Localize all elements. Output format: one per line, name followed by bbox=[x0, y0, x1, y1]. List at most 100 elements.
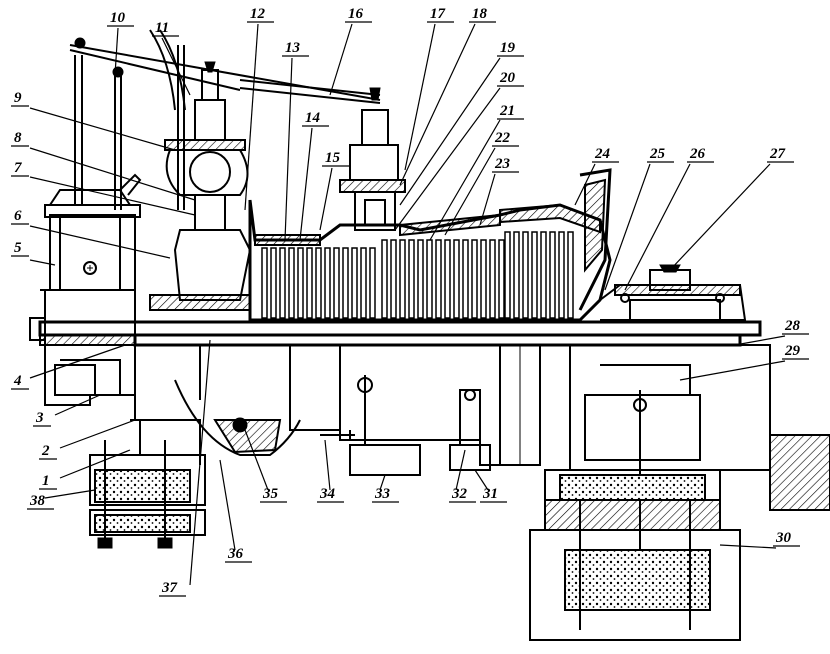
blade-stage bbox=[297, 247, 304, 319]
blade-stage bbox=[558, 231, 565, 319]
blade-stage bbox=[288, 247, 295, 319]
part-label-13: 13 bbox=[285, 40, 301, 56]
rear-bearing-housing bbox=[599, 264, 747, 321]
part-label-11: 11 bbox=[155, 20, 169, 36]
blade-stage bbox=[342, 247, 349, 319]
leader-line-17 bbox=[404, 23, 436, 171]
blade-stage bbox=[315, 247, 322, 319]
part-label-7: 7 bbox=[14, 160, 22, 176]
blade-stage bbox=[408, 239, 415, 319]
rear-pedestal bbox=[529, 344, 830, 641]
part-label-37: 37 bbox=[161, 580, 178, 596]
part-label-21: 21 bbox=[499, 103, 515, 119]
part-label-6: 6 bbox=[14, 208, 22, 224]
blade-stage bbox=[471, 239, 478, 319]
blade-stage bbox=[426, 239, 433, 319]
blade-stage bbox=[540, 231, 547, 319]
leader-line-11 bbox=[161, 37, 191, 96]
base-frame bbox=[133, 333, 742, 466]
part-label-15: 15 bbox=[325, 150, 341, 166]
part-label-32: 32 bbox=[451, 486, 468, 502]
part-label-22: 22 bbox=[494, 130, 511, 146]
leader-line-5 bbox=[29, 259, 56, 266]
part-label-25: 25 bbox=[649, 146, 666, 162]
blade-stage bbox=[513, 231, 520, 319]
blade-stage bbox=[417, 239, 424, 319]
leader-line-31 bbox=[474, 469, 489, 491]
blade-stage bbox=[270, 247, 277, 319]
blade-stage bbox=[453, 239, 460, 319]
leader-line-30 bbox=[719, 544, 777, 549]
part-label-4: 4 bbox=[13, 373, 22, 389]
leader-line-6 bbox=[29, 225, 171, 259]
leader-line-1 bbox=[59, 449, 131, 479]
leader-line-2 bbox=[59, 419, 136, 449]
leader-line-36 bbox=[219, 459, 236, 551]
leader-line-13 bbox=[284, 57, 293, 241]
leader-line-28 bbox=[734, 335, 786, 346]
turbine-casing bbox=[248, 168, 612, 322]
blade-stage bbox=[324, 247, 331, 319]
blade-stage bbox=[369, 247, 376, 319]
leader-line-7 bbox=[29, 176, 196, 216]
blade-stage bbox=[261, 247, 268, 319]
leader-line-20 bbox=[394, 87, 501, 231]
leader-line-22 bbox=[444, 147, 496, 236]
blade-stage bbox=[531, 231, 538, 319]
leader-line-34 bbox=[324, 439, 331, 491]
blade-stage bbox=[498, 239, 505, 319]
blade-stage bbox=[390, 239, 397, 319]
blade-stage bbox=[399, 239, 406, 319]
part-label-19: 19 bbox=[500, 40, 516, 56]
part-label-33: 33 bbox=[374, 486, 391, 502]
leader-line-4 bbox=[29, 344, 126, 379]
leader-line-37 bbox=[189, 339, 211, 586]
front-foundation bbox=[89, 419, 206, 549]
part-label-12: 12 bbox=[250, 6, 266, 22]
part-label-28: 28 bbox=[784, 318, 801, 334]
leader-line-26 bbox=[624, 163, 691, 291]
part-label-31: 31 bbox=[482, 486, 498, 502]
blade-stage bbox=[360, 247, 367, 319]
blade-stages bbox=[261, 231, 574, 319]
leader-line-23 bbox=[479, 173, 496, 226]
leader-line-16 bbox=[329, 23, 353, 96]
leader-line-33 bbox=[379, 474, 386, 491]
part-label-20: 20 bbox=[499, 70, 516, 86]
regulating-valve bbox=[339, 87, 406, 231]
leader-line-27 bbox=[669, 163, 771, 271]
blade-stage bbox=[504, 231, 511, 319]
blade-stage bbox=[351, 247, 358, 319]
leader-line-29 bbox=[679, 360, 786, 381]
leader-line-21 bbox=[429, 119, 501, 241]
leader-line-12 bbox=[244, 23, 259, 211]
part-label-38: 38 bbox=[29, 493, 46, 509]
part-label-36: 36 bbox=[227, 546, 244, 562]
blade-stage bbox=[549, 231, 556, 319]
leader-line-35 bbox=[244, 429, 269, 491]
blade-stage bbox=[279, 247, 286, 319]
blade-stage bbox=[480, 239, 487, 319]
part-label-17: 17 bbox=[430, 6, 446, 22]
part-label-16: 16 bbox=[348, 6, 364, 22]
leader-line-18 bbox=[399, 23, 476, 186]
lower-supports bbox=[174, 375, 491, 476]
leader-line-15 bbox=[319, 167, 333, 231]
leader-line-10 bbox=[114, 27, 119, 76]
part-label-14: 14 bbox=[305, 110, 321, 126]
blade-stage bbox=[381, 239, 388, 319]
part-label-27: 27 bbox=[769, 146, 786, 162]
leader-line-32 bbox=[455, 449, 466, 491]
blade-stage bbox=[489, 239, 496, 319]
blade-stage bbox=[333, 247, 340, 319]
part-label-10: 10 bbox=[110, 10, 126, 26]
part-label-30: 30 bbox=[775, 530, 792, 546]
part-label-3: 3 bbox=[35, 410, 44, 426]
leader-line-19 bbox=[399, 57, 501, 206]
front-bearing-pedestal bbox=[39, 289, 136, 406]
leader-line-3 bbox=[54, 394, 101, 416]
blade-stage bbox=[522, 231, 529, 319]
part-label-5: 5 bbox=[14, 240, 22, 256]
